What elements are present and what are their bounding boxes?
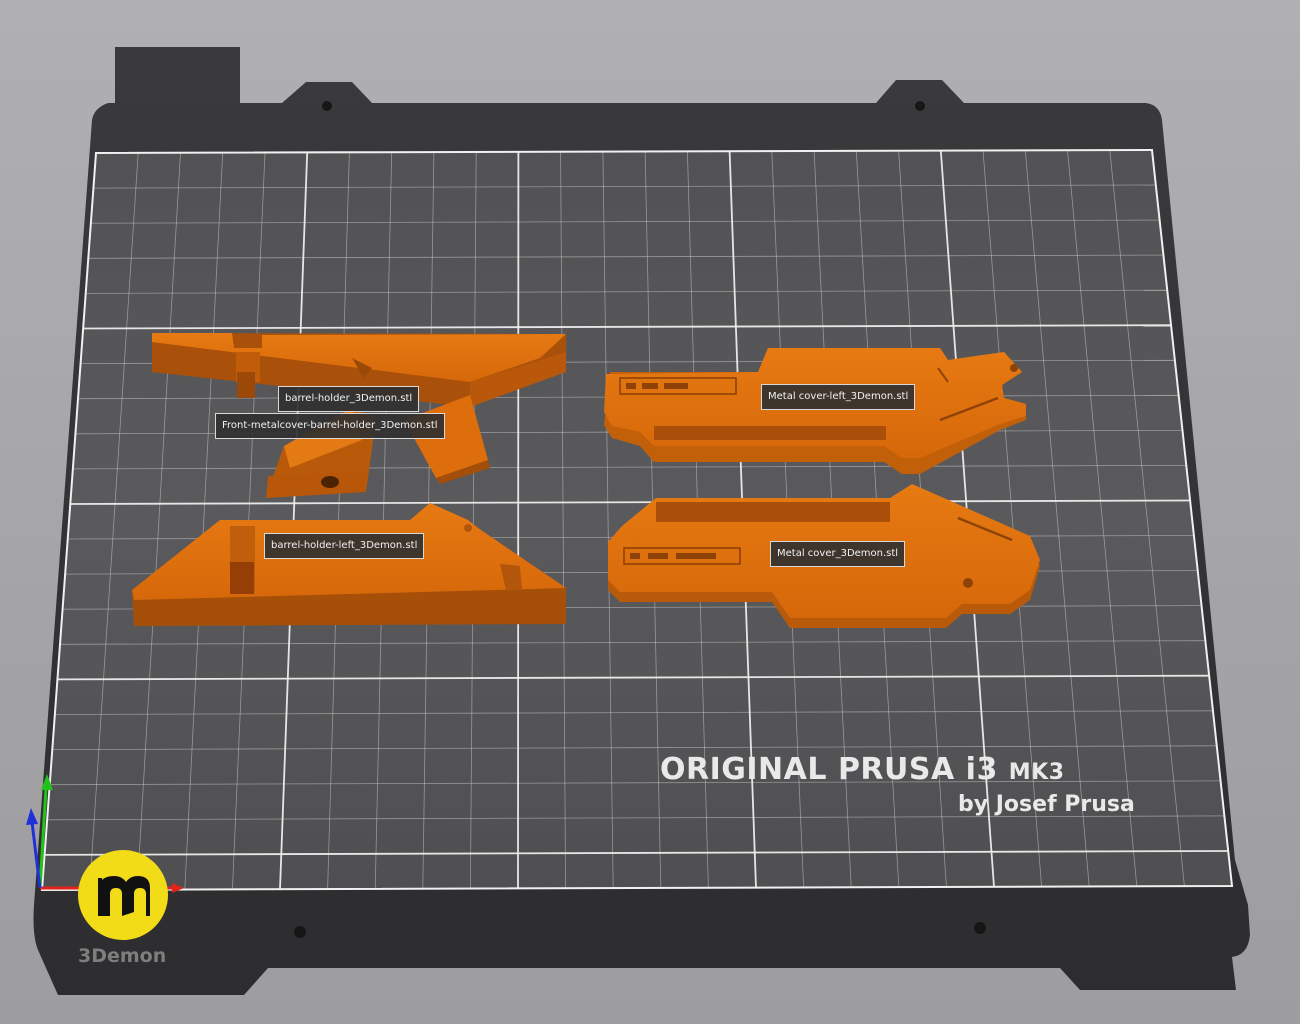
- object-barrel-holder-left[interactable]: [132, 503, 566, 626]
- grid-line: [85, 289, 1168, 294]
- grid-line: [89, 152, 139, 890]
- grid-line: [54, 710, 1214, 715]
- object-label-metal-cover: Metal cover_3Demon.stl: [770, 541, 906, 567]
- grid-line: [52, 745, 1217, 750]
- grid-line: [49, 780, 1221, 786]
- object-label-barrel-holder-left: barrel-holder-left_3Demon.stl: [264, 533, 425, 559]
- grid-line: [47, 815, 1225, 821]
- y-axis: [38, 787, 48, 889]
- grid-line: [184, 152, 224, 890]
- bed-brand-text: ORIGINAL PRUSA i3 MK3: [660, 752, 1065, 787]
- grid-line: [70, 499, 1191, 505]
- grid-line: [470, 151, 477, 889]
- grid-line: [982, 150, 1042, 887]
- bed-brand-model: MK3: [1008, 760, 1065, 785]
- grid-line: [90, 219, 1160, 224]
- grid-line: [1024, 150, 1090, 887]
- grid-line: [602, 151, 614, 889]
- grid-line: [136, 152, 181, 890]
- bed-brand-line: ORIGINAL PRUSA i3: [660, 752, 998, 787]
- object-label-barrel-holder: barrel-holder_3Demon.stl: [278, 386, 420, 412]
- grid-line: [83, 324, 1172, 330]
- grid-line: [72, 464, 1187, 470]
- object-label-front-metalcover-barrel-holder: Front-metalcover-barrel-holder_3Demon.st…: [215, 413, 445, 439]
- watermark-wordmark: 3Demon: [78, 945, 167, 967]
- grid-line: [1067, 150, 1138, 887]
- grid-line: [88, 254, 1164, 259]
- print-area-border: [40, 148, 1234, 892]
- object-label-metal-cover-left: Metal cover-left_3Demon.stl: [761, 384, 916, 410]
- grid-line: [59, 640, 1206, 645]
- grid-line: [93, 184, 1156, 189]
- 3demon-logo-icon: [78, 850, 168, 940]
- z-axis: [30, 821, 42, 889]
- bed-brand-byline: by Josef Prusa: [958, 792, 1135, 817]
- grid-line: [44, 850, 1229, 856]
- object-metal-cover-left[interactable]: [604, 348, 1026, 474]
- object-barrel-holder[interactable]: [152, 333, 566, 484]
- grid-line: [1109, 150, 1185, 887]
- grid-line: [560, 151, 566, 889]
- grid-line: [57, 674, 1210, 681]
